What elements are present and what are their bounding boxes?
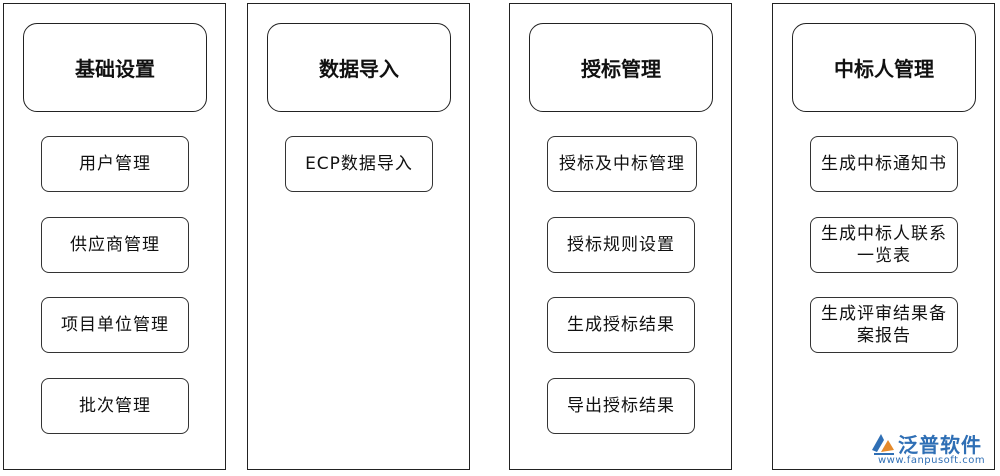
column-basic-settings: 基础设置 用户管理 供应商管理 项目单位管理 批次管理 xyxy=(3,3,226,470)
column-data-import: 数据导入 ECP数据导入 xyxy=(247,3,470,470)
module-item[interactable]: 生成中标人联系一览表 xyxy=(810,217,958,273)
module-item[interactable]: 供应商管理 xyxy=(41,217,189,273)
brand-mark-icon xyxy=(872,434,894,455)
module-item[interactable]: 生成授标结果 xyxy=(547,297,695,353)
module-item[interactable]: 批次管理 xyxy=(41,378,189,434)
module-item[interactable]: 项目单位管理 xyxy=(41,297,189,353)
brand-name: 泛普软件 xyxy=(898,433,982,457)
module-item[interactable]: 生成评审结果备案报告 xyxy=(810,297,958,353)
column-header: 授标管理 xyxy=(529,23,713,112)
column-winner-management: 中标人管理 生成中标通知书 生成中标人联系一览表 生成评审结果备案报告 xyxy=(772,3,995,470)
module-item[interactable]: 生成中标通知书 xyxy=(810,136,958,192)
column-header: 数据导入 xyxy=(267,23,451,112)
brand-logo: 泛普软件 www.fanpusoft.com xyxy=(868,429,996,473)
column-header: 基础设置 xyxy=(23,23,207,112)
module-item[interactable]: 用户管理 xyxy=(41,136,189,192)
module-item[interactable]: ECP数据导入 xyxy=(285,136,433,192)
column-header: 中标人管理 xyxy=(792,23,976,112)
module-item[interactable]: 导出授标结果 xyxy=(547,378,695,434)
module-item[interactable]: 授标及中标管理 xyxy=(547,136,697,192)
module-item[interactable]: 授标规则设置 xyxy=(547,217,695,273)
brand-url: www.fanpusoft.com xyxy=(878,455,986,466)
column-award-management: 授标管理 授标及中标管理 授标规则设置 生成授标结果 导出授标结果 xyxy=(509,3,732,470)
